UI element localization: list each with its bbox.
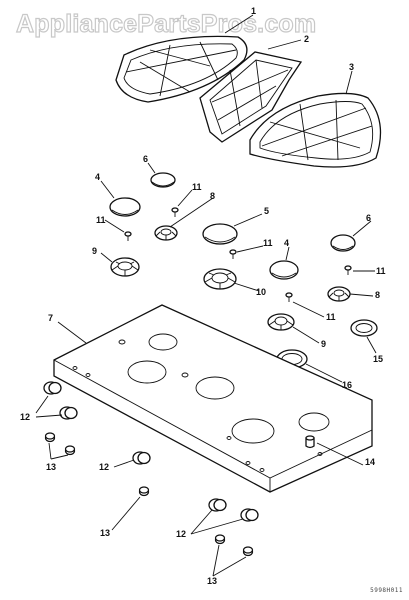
- callout-3: 3: [349, 62, 354, 72]
- burner-cap-6-right: [330, 234, 356, 252]
- burner-cap-4-right: [269, 260, 299, 280]
- leader-lines: [35, 14, 377, 577]
- callout-11-d: 11: [376, 266, 386, 276]
- callout-15: 15: [373, 354, 383, 364]
- callout-11-a: 11: [192, 182, 202, 192]
- knob-12-e: [240, 508, 259, 522]
- burner-head-9-right: [267, 313, 295, 331]
- diagram-code: 5998H011: [370, 587, 403, 594]
- callout-11-e: 11: [326, 312, 336, 322]
- watermark-text: AppliancePartsPros.com: [16, 10, 316, 38]
- burner-cap-5: [202, 223, 238, 245]
- bezel-13-c: [138, 486, 150, 497]
- callout-8-right: 8: [375, 290, 380, 300]
- callout-9-left: 9: [92, 246, 97, 256]
- callout-12-a: 12: [20, 412, 30, 422]
- callout-14: 14: [365, 457, 375, 467]
- burner-head-10: [203, 268, 237, 290]
- callout-11-b: 11: [96, 215, 106, 225]
- burner-cap-4-left: [109, 197, 141, 217]
- callout-8-left: 8: [210, 191, 215, 201]
- burner-head-9-left: [110, 257, 140, 277]
- callout-5: 5: [264, 206, 269, 216]
- burner-head-8-left: [154, 225, 178, 241]
- center-grate: [199, 51, 303, 143]
- screw-11-d: [344, 265, 352, 275]
- callout-16: 16: [342, 380, 352, 390]
- screw-11-e: [285, 292, 293, 302]
- callout-labels: 1 2 3 4 4 5 6 6 7 8 8 9 9 10 11 11 11 11…: [20, 6, 386, 586]
- callout-12-c: 12: [176, 529, 186, 539]
- callout-7: 7: [48, 313, 53, 323]
- callout-4-left: 4: [95, 172, 100, 182]
- burner-ring-15: [350, 319, 378, 337]
- callout-6-right: 6: [366, 213, 371, 223]
- callout-6-left: 6: [143, 154, 148, 164]
- watermark: AppliancePartsPros.com: [15, 9, 316, 38]
- knob-12-b: [59, 406, 78, 420]
- knob-12-d: [208, 498, 227, 512]
- bezel-13-d: [214, 534, 226, 545]
- left-grate: [115, 35, 248, 103]
- callout-9-right: 9: [321, 339, 326, 349]
- callout-13-a: 13: [46, 462, 56, 472]
- burner-head-8-right: [327, 286, 351, 302]
- bezel-13-a: [44, 432, 56, 443]
- bezel-13-b: [64, 445, 76, 456]
- right-grate: [249, 92, 382, 168]
- screw-11-c: [229, 249, 237, 259]
- cooktop-panel: [53, 304, 373, 493]
- callout-12-b: 12: [99, 462, 109, 472]
- callout-2: 2: [304, 34, 309, 44]
- burner-cap-6-left: [150, 172, 176, 188]
- knob-12-a: [43, 381, 62, 395]
- callout-10: 10: [256, 287, 266, 297]
- knob-12-c: [132, 451, 151, 465]
- callout-13-c: 13: [207, 576, 217, 586]
- screw-11-b: [124, 231, 132, 241]
- igniter-14: [305, 435, 315, 449]
- callout-11-c: 11: [263, 238, 273, 248]
- callout-4-right: 4: [284, 238, 289, 248]
- bezel-13-e: [242, 546, 254, 557]
- callout-13-b: 13: [100, 528, 110, 538]
- screw-11-a: [171, 207, 179, 217]
- callout-1: 1: [251, 6, 256, 16]
